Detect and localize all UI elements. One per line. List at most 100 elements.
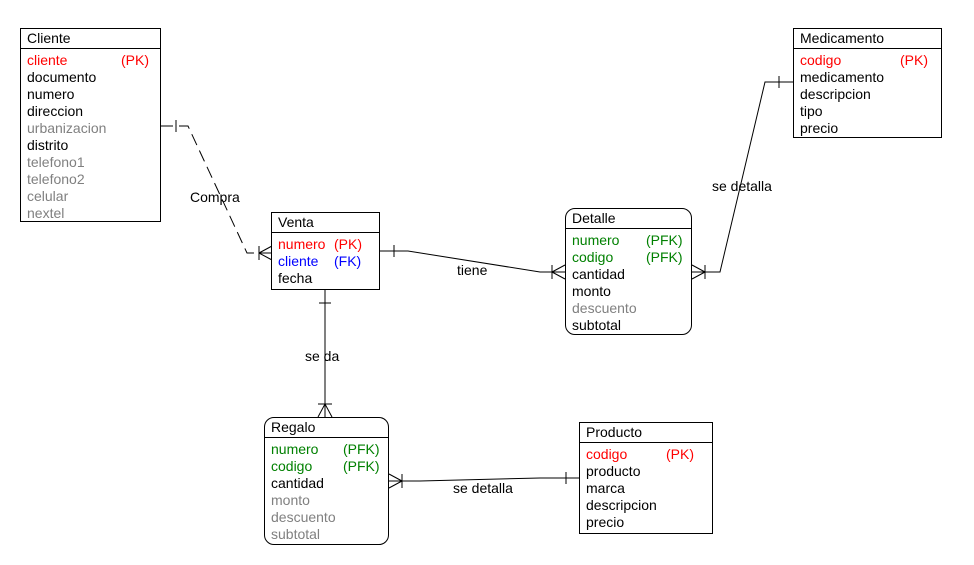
attribute-row-regalo-monto: monto xyxy=(271,492,388,509)
attribute-key-badge: (PK) xyxy=(900,52,928,68)
attribute-name: descripcion xyxy=(586,497,657,513)
attribute-name: direccion xyxy=(27,103,84,119)
relationship-line-se-da xyxy=(317,290,333,418)
entity-title-detalle: Detalle xyxy=(566,209,691,229)
attribute-row-cliente-nextel: nextel xyxy=(27,205,160,221)
attribute-key-badge: (PFK) xyxy=(343,458,380,474)
attribute-row-detalle-cantidad: cantidad xyxy=(572,266,691,283)
attribute-name: producto xyxy=(586,463,641,479)
attribute-row-cliente-celular: celular xyxy=(27,188,160,205)
attribute-name: numero xyxy=(572,232,620,248)
attribute-name: cliente xyxy=(27,52,68,68)
attribute-key-badge: (PFK) xyxy=(646,232,683,248)
relationship-line-se-detalla-producto xyxy=(388,472,580,489)
attribute-row-medicamento-precio: precio xyxy=(800,120,941,137)
attribute-row-producto-marca: marca xyxy=(586,480,712,497)
attribute-name: codigo xyxy=(572,249,614,265)
attribute-row-detalle-subtotal: subtotal xyxy=(572,317,691,334)
relationship-line-compra xyxy=(161,120,273,261)
attribute-row-cliente-numero: numero xyxy=(27,86,160,103)
attribute-row-medicamento-medicamento: medicamento xyxy=(800,69,941,86)
attribute-row-venta-numero: numero (PK) xyxy=(278,236,379,253)
relationship-label-tiene: tiene xyxy=(457,262,488,278)
attribute-name: cantidad xyxy=(271,475,324,491)
attribute-row-medicamento-descripcion: descripcion xyxy=(800,86,941,103)
attribute-name: distrito xyxy=(27,137,69,153)
attribute-name: descripcion xyxy=(800,86,871,102)
attribute-row-regalo-cantidad: cantidad xyxy=(271,475,388,492)
attribute-row-venta-cliente: cliente (FK) xyxy=(278,253,379,270)
attribute-name: telefono1 xyxy=(27,154,85,170)
attribute-name: medicamento xyxy=(800,69,885,85)
attribute-name: marca xyxy=(586,480,625,496)
attribute-name: monto xyxy=(271,492,310,508)
attribute-row-cliente-distrito: distrito xyxy=(27,137,160,154)
attribute-row-detalle-monto: monto xyxy=(572,283,691,300)
attribute-name: telefono2 xyxy=(27,171,85,187)
attribute-name: precio xyxy=(586,514,625,530)
attribute-name: nextel xyxy=(27,205,65,221)
entity-title-cliente: Cliente xyxy=(21,29,160,49)
attribute-row-producto-precio: precio xyxy=(586,514,712,531)
attribute-name: urbanizacion xyxy=(27,120,107,136)
attribute-name: documento xyxy=(27,69,97,85)
attribute-row-medicamento-codigo: codigo (PK) xyxy=(800,52,941,69)
attribute-key-badge: (PK) xyxy=(666,446,694,462)
attribute-name: codigo xyxy=(271,458,313,474)
attribute-name: cliente xyxy=(278,253,319,269)
attribute-key-badge: (PK) xyxy=(121,52,149,68)
attribute-name: codigo xyxy=(586,446,628,462)
attribute-list-venta: numero (PK) cliente (FK) fecha xyxy=(272,233,379,287)
attribute-name: codigo xyxy=(800,52,842,68)
attribute-row-detalle-descuento: descuento xyxy=(572,300,691,317)
attribute-row-cliente-documento: documento xyxy=(27,69,160,86)
attribute-name: descuento xyxy=(572,300,637,316)
attribute-name: numero xyxy=(27,86,75,102)
attribute-row-cliente-direccion: direccion xyxy=(27,103,160,120)
attribute-row-producto-descripcion: descripcion xyxy=(586,497,712,514)
attribute-name: numero xyxy=(278,236,326,252)
attribute-row-producto-codigo: codigo (PK) xyxy=(586,446,712,463)
relationship-line-tiene xyxy=(380,245,566,280)
attribute-row-regalo-subtotal: subtotal xyxy=(271,526,388,543)
attribute-row-cliente-cliente: cliente (PK) xyxy=(27,52,160,69)
attribute-name: subtotal xyxy=(572,317,622,333)
attribute-row-cliente-telefono1: telefono1 xyxy=(27,154,160,171)
attribute-name: subtotal xyxy=(271,526,321,542)
attribute-name: numero xyxy=(271,441,319,457)
attribute-name: monto xyxy=(572,283,611,299)
attribute-row-regalo-numero: numero (PFK) xyxy=(271,441,388,458)
attribute-key-badge: (FK) xyxy=(334,253,362,269)
attribute-row-regalo-descuento: descuento xyxy=(271,509,388,526)
relationship-line-se-detalla-medicamento xyxy=(691,76,793,280)
entity-title-medicamento: Medicamento xyxy=(794,29,941,49)
attribute-key-badge: (PK) xyxy=(334,236,362,252)
attribute-row-regalo-codigo: codigo (PFK) xyxy=(271,458,388,475)
relationship-label-se-detalla-medicamento: se detalla xyxy=(712,178,772,194)
entity-title-regalo: Regalo xyxy=(265,418,388,438)
attribute-name: fecha xyxy=(278,270,313,286)
entity-title-producto: Producto xyxy=(580,423,712,443)
attribute-row-detalle-codigo: codigo (PFK) xyxy=(572,249,691,266)
attribute-row-cliente-telefono2: telefono2 xyxy=(27,171,160,188)
attribute-row-cliente-urbanizacion: urbanizacion xyxy=(27,120,160,137)
attribute-row-detalle-numero: numero (PFK) xyxy=(572,232,691,249)
attribute-key-badge: (PFK) xyxy=(343,441,380,457)
attribute-name: tipo xyxy=(800,103,823,119)
attribute-key-badge: (PFK) xyxy=(646,249,683,265)
attribute-name: precio xyxy=(800,120,839,136)
relationship-label-compra: Compra xyxy=(190,189,240,205)
relationship-label-se-detalla-producto: se detalla xyxy=(453,480,513,496)
